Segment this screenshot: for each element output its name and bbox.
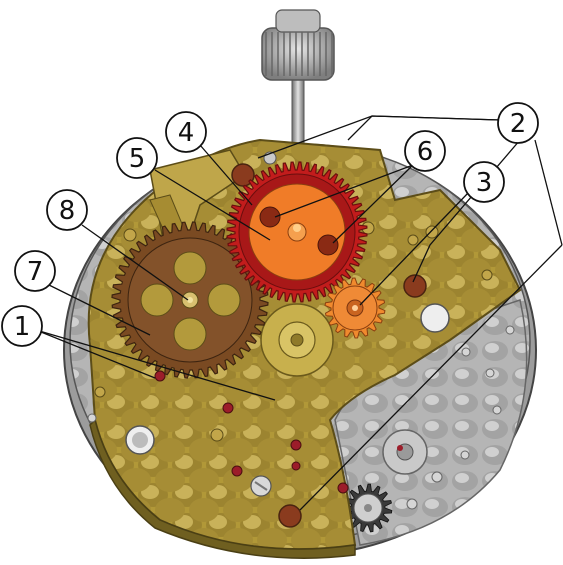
callout-3: 3	[464, 162, 504, 202]
svg-text:7: 7	[27, 257, 44, 287]
gear-6-jewel	[260, 207, 280, 227]
jewel	[279, 505, 301, 527]
gear-3-pivot	[352, 305, 358, 311]
callout-5: 5	[117, 138, 157, 178]
gear-7-spoke-hole	[208, 284, 240, 316]
callout-2: 2	[498, 103, 538, 143]
gear-7-spoke-hole	[174, 318, 206, 350]
callout-7: 7	[15, 251, 55, 291]
svg-text:6: 6	[417, 137, 434, 167]
svg-text:2: 2	[510, 109, 527, 139]
svg-text:4: 4	[178, 118, 195, 148]
svg-text:8: 8	[59, 196, 76, 226]
gear-7-spoke-hole	[141, 284, 173, 316]
callout-1: 1	[2, 306, 42, 346]
leader-line-2d	[535, 140, 562, 245]
gear-7-spoke-hole	[174, 252, 206, 284]
svg-text:3: 3	[476, 168, 493, 198]
callout-4: 4	[166, 112, 206, 152]
gear-5-pivot	[293, 224, 301, 232]
center-wheel	[261, 304, 333, 376]
svg-text:5: 5	[129, 144, 146, 174]
plate-hole	[421, 304, 449, 332]
callout-6: 6	[405, 131, 445, 171]
svg-text:1: 1	[14, 312, 31, 342]
callout-8: 8	[47, 190, 87, 230]
crown	[262, 10, 334, 80]
escape-wheel-hub	[364, 504, 372, 512]
gear-6-jewel	[318, 235, 338, 255]
